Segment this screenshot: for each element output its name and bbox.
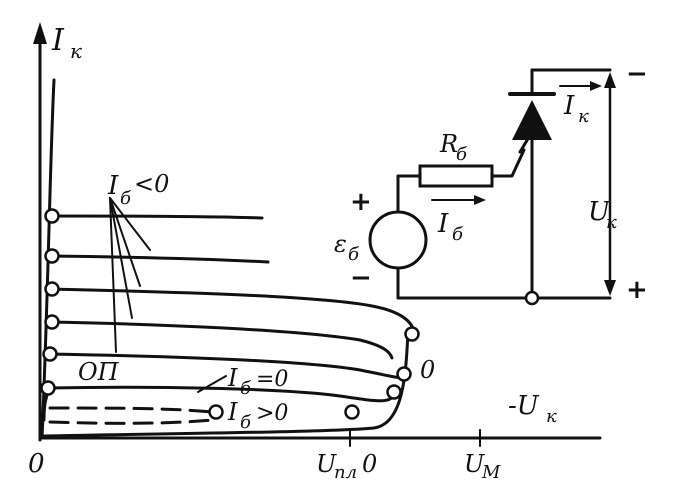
label-ib-pos: I	[227, 398, 238, 426]
marker-circle-right-3	[386, 384, 402, 400]
uk-label: U	[588, 197, 611, 227]
curve-ib-pos-dash-2	[48, 418, 214, 425]
pointer-line-3	[109, 197, 133, 319]
marker-circle-left-6	[40, 380, 56, 396]
ik-arrow-label: I	[563, 91, 575, 121]
label-ib-zero-sub: б	[240, 378, 252, 399]
curve-ib-neg-3	[46, 287, 416, 336]
ib-arrow-label-sub: б	[452, 224, 464, 245]
curve-ib-zero	[46, 385, 397, 403]
curve-op	[46, 352, 404, 380]
marker-circle-left-1	[44, 208, 60, 224]
pointer-line-2	[109, 197, 141, 287]
pointer-line-4	[109, 197, 117, 353]
resistor-rb	[418, 164, 494, 188]
marker-circle-left-5	[42, 346, 58, 362]
diode-gate-lead	[518, 130, 534, 154]
marker-circle-right-4	[344, 404, 360, 420]
label-ib-pos-sub: б	[240, 412, 252, 433]
ib-arrow-label: I	[437, 209, 449, 239]
circuit-wire-top	[490, 148, 526, 178]
uk-arrow-head-top	[604, 72, 616, 88]
curve-ib-neg-1	[46, 214, 264, 220]
voltage-source-eb	[368, 210, 428, 270]
tick-upp-label: U	[316, 450, 337, 478]
marker-circle-right-2	[396, 366, 412, 382]
curve-ib-neg-2	[46, 254, 270, 264]
label-ib-pos-rel: >0	[256, 401, 288, 426]
marker-circle-left-4	[44, 314, 60, 330]
pointer-line-1	[109, 197, 151, 251]
voltage-source-label-sub: б	[348, 244, 360, 265]
label-ib-neg: I	[107, 171, 119, 201]
label-zero-mark: 0	[420, 356, 435, 384]
label-op: ОП	[78, 358, 120, 386]
marker-circle-left-2	[44, 248, 60, 264]
uk-arrow-head-bottom	[604, 280, 616, 296]
voltage-source-label: ε	[334, 230, 347, 258]
uk-label-sub: к	[606, 212, 617, 233]
terminal-plus: +	[626, 275, 648, 305]
marker-circle-left-3	[44, 281, 60, 297]
circuit-wire-bottom	[396, 266, 612, 300]
resistor-rb-label: R	[439, 130, 458, 158]
tick-upp-label-sub: пл	[334, 462, 357, 483]
circuit-node	[524, 290, 540, 306]
y-axis-arrow	[33, 22, 47, 44]
y-axis-label-sub: к	[70, 39, 82, 63]
ik-arrow-label-sub: к	[578, 106, 589, 127]
terminal-minus: −	[626, 59, 648, 89]
curve-ib-neg-4	[46, 320, 394, 360]
marker-circle-ib-pos	[208, 404, 224, 420]
curve-ib-pos-dash-1	[48, 406, 214, 414]
y-axis-label: I	[51, 23, 65, 58]
circuit-wire-left	[396, 174, 422, 214]
marker-circle-right-1	[404, 326, 420, 342]
label-ib-zero: I	[227, 364, 238, 392]
diode-triangle	[512, 100, 552, 140]
voltage-source-plus: +	[350, 187, 372, 217]
voltage-source-minus: −	[350, 263, 372, 293]
label-ib-neg-sub: б	[120, 188, 132, 209]
ib-arrow-head	[474, 195, 486, 205]
resistor-rb-label-sub: б	[456, 144, 468, 165]
tick-um-label: U	[464, 450, 485, 478]
ik-arrow-head	[590, 81, 602, 91]
label-ib-zero-rel: =0	[256, 367, 288, 392]
pointer-line-ib-zero	[197, 375, 227, 393]
label-ib-neg-rel: <0	[134, 170, 169, 198]
curve-envelope	[40, 328, 410, 438]
origin-label: 0	[28, 449, 45, 479]
tick-upp-zero: 0	[362, 450, 377, 478]
x-axis-label-sub: к	[546, 406, 557, 427]
tick-um-label-sub: M	[481, 462, 501, 483]
x-axis-label: -U	[508, 391, 540, 421]
